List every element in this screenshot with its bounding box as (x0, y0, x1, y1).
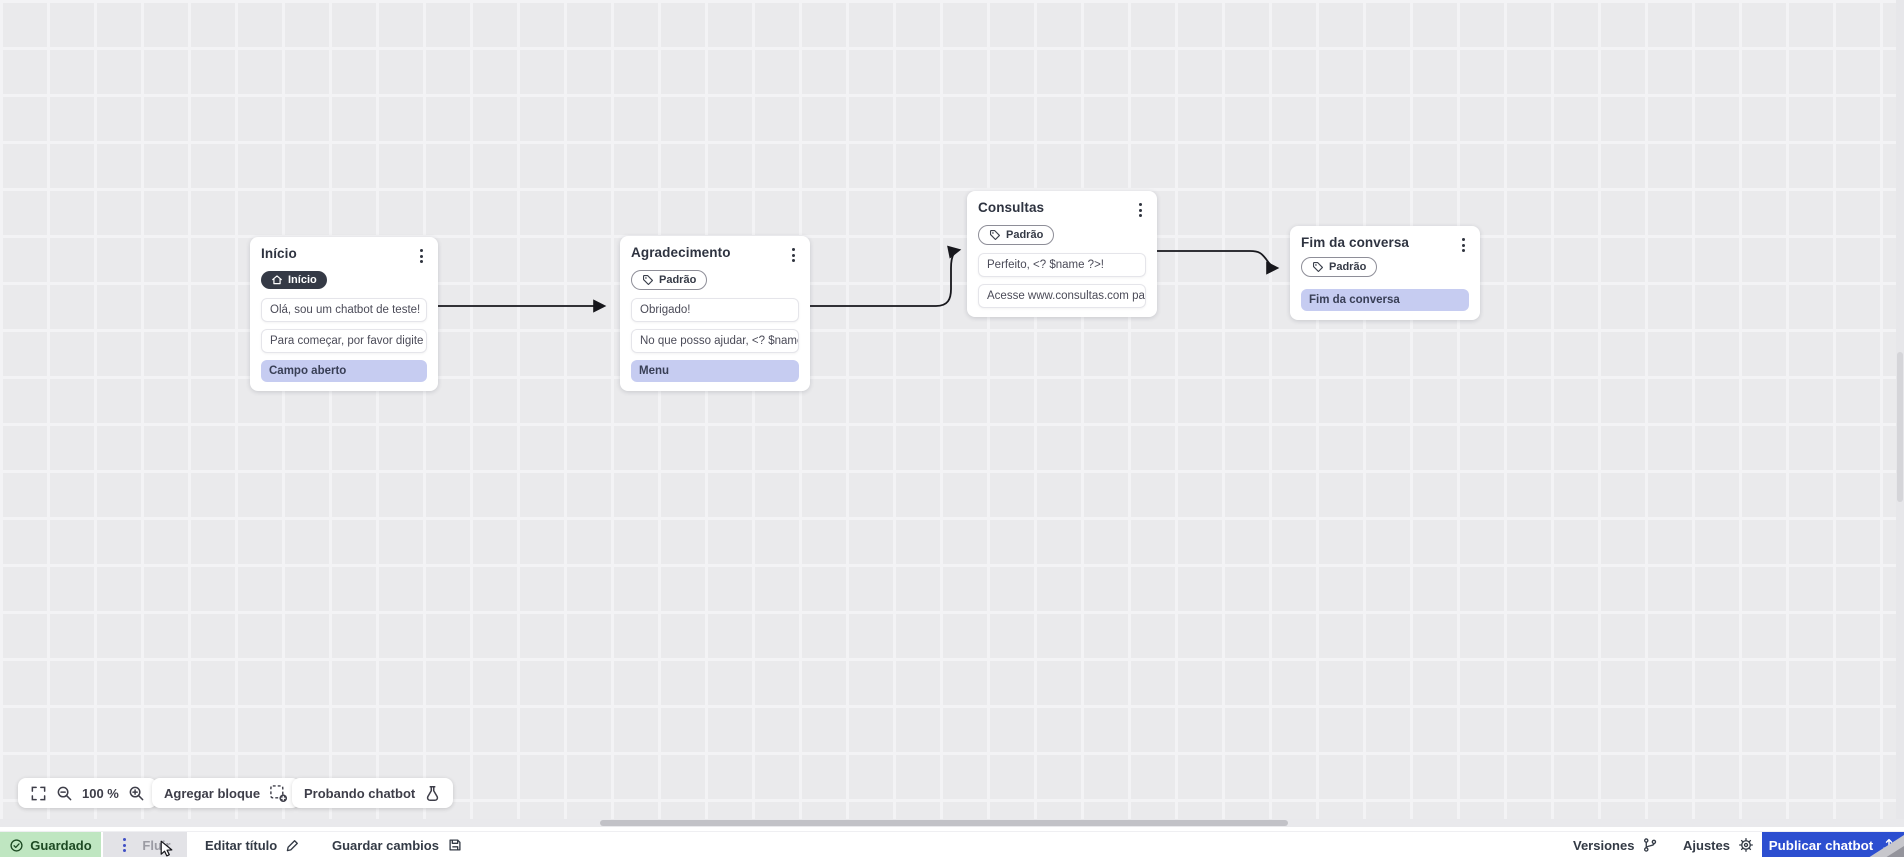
git-branch-icon (1642, 837, 1658, 853)
home-icon (271, 274, 283, 286)
node-message[interactable]: Olá, sou um chatbot de teste! (261, 298, 427, 323)
zoom-level-value: 100 % (82, 785, 119, 801)
node-type-badge: Padrão (1301, 257, 1378, 278)
horizontal-scrollbar-thumb[interactable] (600, 820, 1288, 826)
tag-icon (989, 229, 1001, 241)
node-action-fim-da-conversa[interactable]: Fim da conversa (1301, 289, 1469, 312)
saved-status-badge: Guardado (0, 832, 101, 857)
node-menu-icon[interactable] (1135, 200, 1146, 220)
node-title: Agradecimento (631, 245, 731, 260)
node-message[interactable]: Acesse www.consultas.com par... (978, 284, 1146, 309)
node-type-badge-label: Padrão (1006, 229, 1044, 242)
zoom-toolbar: 100 % (18, 778, 157, 808)
flow-node-fim-da-conversa[interactable]: Fim da conversa Padrão Fim da conversa (1290, 226, 1480, 321)
node-message[interactable]: Para começar, por favor digite o ... (261, 329, 427, 354)
save-changes-button[interactable]: Guardar cambios (332, 832, 463, 857)
drag-handle-icon[interactable] (119, 835, 130, 855)
check-circle-icon (9, 838, 24, 853)
flask-icon (424, 785, 441, 802)
node-menu-icon[interactable] (416, 246, 427, 266)
node-menu-icon[interactable] (788, 245, 799, 265)
zoom-in-icon[interactable] (128, 785, 145, 802)
node-type-badge: Início (261, 271, 327, 290)
tab-fluir[interactable]: Fluir (103, 832, 187, 857)
flow-node-inicio[interactable]: Início Início Olá, sou um chatbot de tes… (250, 237, 438, 392)
settings-label: Ajustes (1683, 837, 1730, 853)
tag-icon (1312, 261, 1324, 273)
node-title: Consultas (978, 200, 1045, 215)
settings-button[interactable]: Ajustes (1683, 832, 1754, 857)
pencil-icon (285, 837, 301, 853)
node-type-badge: Padrão (978, 225, 1055, 246)
flow-node-agradecimento[interactable]: Agradecimento Padrão Obrigado! No que po… (620, 236, 810, 392)
flow-canvas[interactable]: Início Início Olá, sou um chatbot de tes… (0, 0, 1904, 819)
connector-agradecimento-consultas (810, 245, 962, 307)
gear-icon (1738, 837, 1754, 853)
node-type-badge: Padrão (631, 270, 708, 291)
edit-title-label: Editar título (205, 837, 278, 853)
node-header: Início (261, 246, 427, 266)
horizontal-scrollbar (0, 819, 1904, 831)
flow-connectors (438, 245, 1280, 313)
add-block-label: Agregar bloque (164, 785, 261, 801)
versions-button[interactable]: Versiones (1573, 832, 1658, 857)
connector-consultas-fim (1157, 250, 1280, 275)
status-bar: Guardado Fluir Editar título Guardar cam… (0, 831, 1904, 857)
test-chatbot-label: Probando chatbot (304, 785, 416, 801)
save-changes-label: Guardar cambios (332, 837, 439, 853)
node-header: Consultas (978, 200, 1146, 220)
publish-chatbot-button[interactable]: Publicar chatbot (1762, 832, 1904, 857)
flow-node-consultas[interactable]: Consultas Padrão Perfeito, <? $name ?>! … (967, 191, 1157, 318)
node-type-badge-label: Padrão (1329, 261, 1367, 274)
node-message[interactable]: Perfeito, <? $name ?>! (978, 253, 1146, 278)
publish-chatbot-label: Publicar chatbot (1768, 837, 1874, 853)
node-menu-icon[interactable] (1458, 235, 1469, 255)
node-title: Início (261, 246, 297, 261)
versions-label: Versiones (1573, 837, 1635, 853)
add-block-button[interactable]: Agregar bloque (152, 778, 301, 808)
node-title: Fim da conversa (1301, 235, 1410, 250)
saved-status-label: Guardado (30, 837, 92, 853)
node-header: Fim da conversa (1301, 235, 1469, 255)
node-type-badge-label: Início (288, 274, 317, 287)
node-message[interactable]: Obrigado! (631, 298, 799, 323)
node-action-menu[interactable]: Menu (631, 360, 799, 383)
zoom-out-icon[interactable] (56, 785, 73, 802)
add-block-icon (269, 784, 288, 803)
node-action-campo-aberto[interactable]: Campo aberto (261, 360, 427, 383)
fit-screen-icon[interactable] (30, 785, 47, 802)
node-header: Agradecimento (631, 245, 799, 265)
vertical-scrollbar (1896, 0, 1904, 819)
edit-title-button[interactable]: Editar título (205, 832, 301, 857)
test-chatbot-button[interactable]: Probando chatbot (292, 778, 454, 808)
save-icon (447, 837, 463, 853)
node-type-badge-label: Padrão (659, 274, 697, 287)
tab-fluir-label: Fluir (142, 837, 171, 853)
vertical-scrollbar-thumb[interactable] (1897, 352, 1903, 502)
tag-icon (642, 274, 654, 286)
node-message[interactable]: No que posso ajudar, <? $name ... (631, 329, 799, 354)
corner-fold-shadow (1885, 846, 1904, 857)
